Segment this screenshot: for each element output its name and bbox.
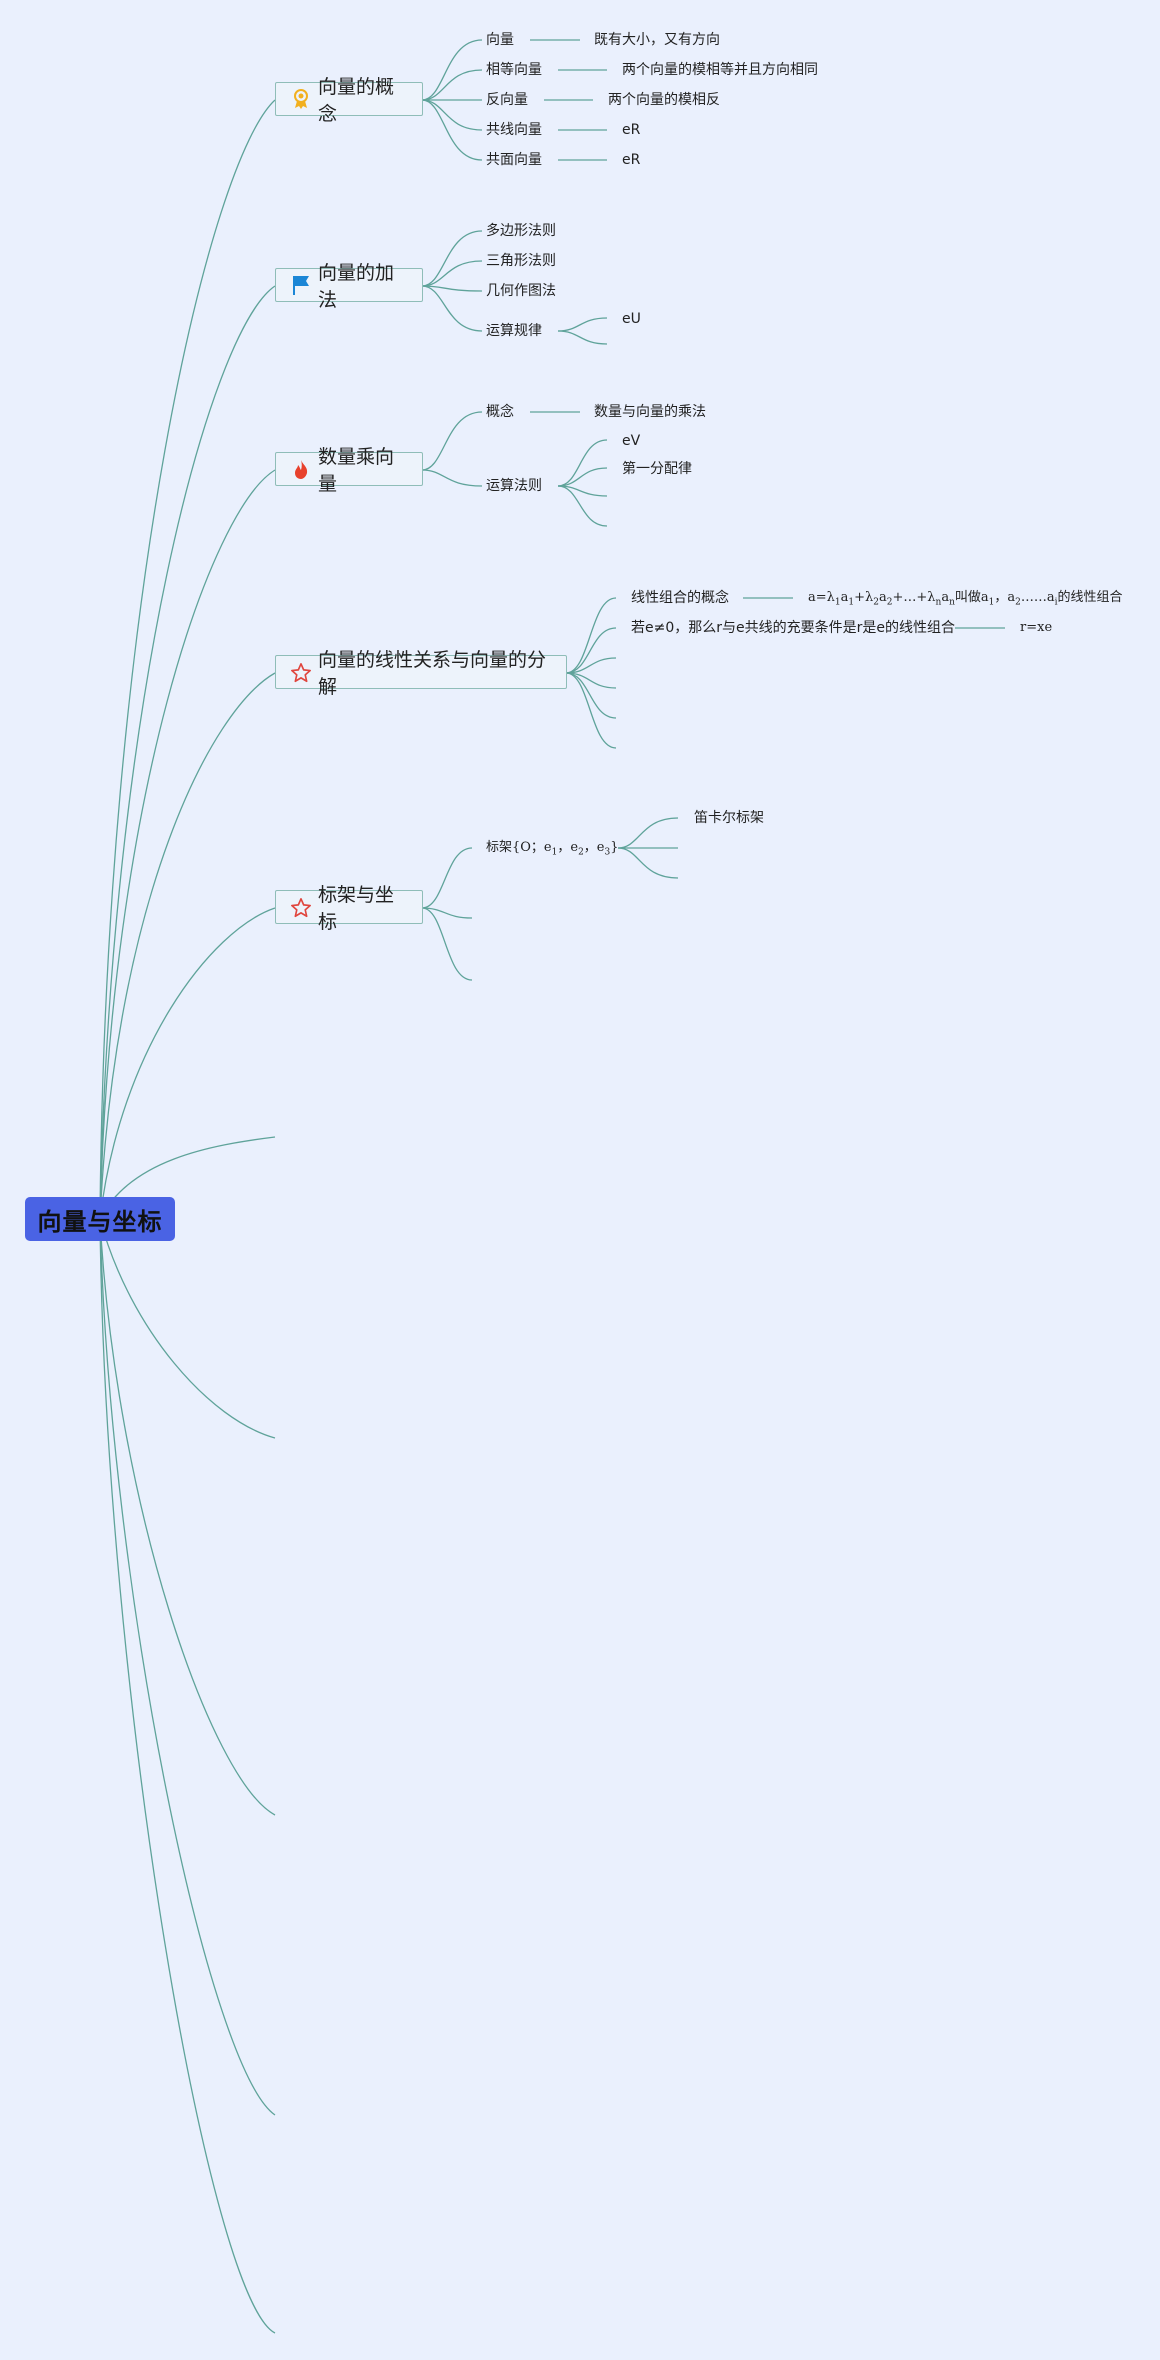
node-collinear-condition[interactable]: 若e≠0，那么r与e共线的充要条件是r是e的线性组合 [631,620,955,636]
branch-scalar-multiplication[interactable]: 数量乘向量 [275,446,423,495]
node-linear-combination-def[interactable]: a=λ1a1+λ2a2+…+λnan叫做a1，a2……ai的线性组合 [808,590,1123,608]
branch-vector-addition[interactable]: 向量的加法 [275,262,423,311]
branch-label: 标架与坐标 [318,884,395,933]
node-collinear-vector-child[interactable]: eR [622,122,641,138]
node-collinear-condition-child[interactable]: r=xe [1020,620,1053,635]
node-linear-combination[interactable]: 线性组合的概念 [631,590,729,606]
node-triangle-rule[interactable]: 三角形法则 [486,253,556,269]
ribbon-award-icon [290,88,312,110]
root-label: 向量与坐标 [37,1207,163,1236]
root-node[interactable]: 向量与坐标 [25,1197,175,1241]
node-cartesian-frame[interactable]: 笛卡尔标架 [694,810,764,826]
link-root-b4 [99,672,276,1220]
link-root-b3 [99,469,276,1220]
link-root-e7 [99,1218,276,1439]
branch-linear-relation[interactable]: 向量的线性关系与向量的分解 [275,649,567,698]
node-coplanar-vector-child[interactable]: eR [622,152,641,168]
branch-label: 数量乘向量 [318,446,395,495]
node-equal-vector-def[interactable]: 两个向量的模相等并且方向相同 [622,62,818,78]
node-frame[interactable]: 标架{O；e1，e2，e3} [486,840,619,858]
link-root-e9 [99,1218,276,2116]
star-outline-icon [290,896,312,918]
node-concept-def[interactable]: 数量与向量的乘法 [594,404,706,420]
node-coplanar-vector[interactable]: 共面向量 [486,152,542,168]
node-collinear-vector[interactable]: 共线向量 [486,122,542,138]
node-vector[interactable]: 向量 [486,32,514,48]
node-operation-rules[interactable]: 运算法则 [486,478,542,494]
node-equal-vector[interactable]: 相等向量 [486,62,542,78]
link-root-e10 [99,1218,276,2334]
star-outline-icon [290,661,312,683]
link-root-b1 [99,99,276,1220]
node-operation-rules-child-1[interactable]: eV [622,433,641,449]
node-operation-rules-child-2[interactable]: 第一分配律 [622,461,692,477]
node-geometric-construction[interactable]: 几何作图法 [486,283,556,299]
link-root-b5 [99,907,276,1220]
link-root-e8 [99,1218,276,1816]
branch-label: 向量的加法 [318,262,395,311]
node-polygon-rule[interactable]: 多边形法则 [486,223,556,239]
node-vector-def[interactable]: 既有大小，又有方向 [594,32,720,48]
branch-frame-coordinates[interactable]: 标架与坐标 [275,884,423,933]
node-operation-laws[interactable]: 运算规律 [486,323,542,339]
node-concept[interactable]: 概念 [486,404,514,420]
fire-icon [290,458,312,480]
flag-icon [290,274,312,296]
node-opposite-vector[interactable]: 反向量 [486,92,528,108]
branch-vector-concept[interactable]: 向量的概念 [275,76,423,125]
branch-label: 向量的概念 [318,76,395,125]
link-root-b2 [99,285,276,1220]
branch-label: 向量的线性关系与向量的分解 [318,649,547,698]
node-operation-laws-child[interactable]: eU [622,311,641,327]
node-opposite-vector-def[interactable]: 两个向量的模相反 [608,92,720,108]
